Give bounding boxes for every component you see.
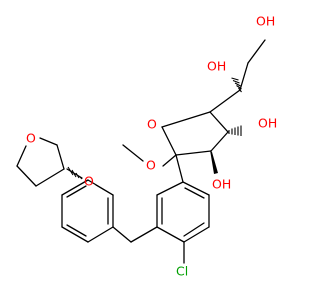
- label-o-ring-furanose: O: [147, 117, 157, 132]
- bond-c7-oh: [247, 39, 266, 64]
- label-o-aryl-ether: O: [84, 174, 94, 189]
- bond-r2-b5-b6: [61, 226, 89, 243]
- bond-a5-ch2: [130, 226, 158, 243]
- molecule-structure: OH OH OH OH O O Cl O O: [16, 14, 277, 279]
- bond-c5-c6: [209, 89, 241, 113]
- label-oh-top-right: OH: [256, 14, 275, 29]
- label-oh-top-left: OH: [207, 59, 226, 74]
- bond-r2-double-3: [66, 224, 87, 237]
- bond-c4-c3: [210, 131, 229, 152]
- bond-c2-omethoxy: [162, 154, 177, 167]
- bond-r1-a6-a1: [156, 181, 184, 196]
- atom-labels: OH OH OH OH O O Cl O O: [26, 14, 277, 279]
- bond-c2-aryl: [175, 154, 184, 183]
- label-o-methoxy: O: [146, 158, 156, 173]
- bond-r2-b3-b4: [61, 179, 89, 196]
- label-cl: Cl: [176, 264, 188, 279]
- bond-thf-c5-c4: [16, 165, 37, 187]
- bond-c6-c7: [239, 62, 249, 91]
- thf-ring: [16, 137, 83, 187]
- bond-c5-c4: [209, 111, 229, 133]
- hash-bond-c4-oh: [228, 125, 242, 136]
- bond-r2-double-2: [66, 185, 87, 198]
- bond-layer: [61, 39, 266, 264]
- bond-thf-o-c5: [16, 145, 27, 167]
- bond-ringO-c2: [161, 126, 177, 156]
- bond-r1-double-1: [184, 187, 205, 199]
- label-oh-ring-lower: OH: [212, 177, 231, 192]
- bond-r1-a3-a4: [183, 226, 210, 243]
- bond-ringO-c5: [161, 111, 211, 128]
- bond-phenyl-O-ether: [95, 184, 114, 196]
- wedge-bond-c3-oh: [210, 150, 218, 174]
- hash-bond-thf-oether: [67, 166, 83, 180]
- bond-thf-c4-c3: [35, 168, 65, 187]
- bond-thf-c3-c2b: [56, 144, 65, 170]
- bond-ch2-b1: [112, 226, 132, 243]
- bond-r2-b6-b1: [87, 226, 114, 243]
- label-oh-ring-upper: OH: [258, 116, 277, 131]
- hash-bond-c6-oh: [231, 77, 242, 93]
- bond-r1-a1-a2: [182, 181, 210, 196]
- bond-c3-c2: [175, 150, 212, 156]
- bond-r1-a4-a5: [156, 226, 185, 243]
- bond-r1-double-2: [183, 222, 205, 237]
- bond-omethoxy-ch3: [122, 144, 144, 162]
- label-o-thf: O: [26, 131, 36, 146]
- bond-thf-c2-o: [39, 137, 58, 146]
